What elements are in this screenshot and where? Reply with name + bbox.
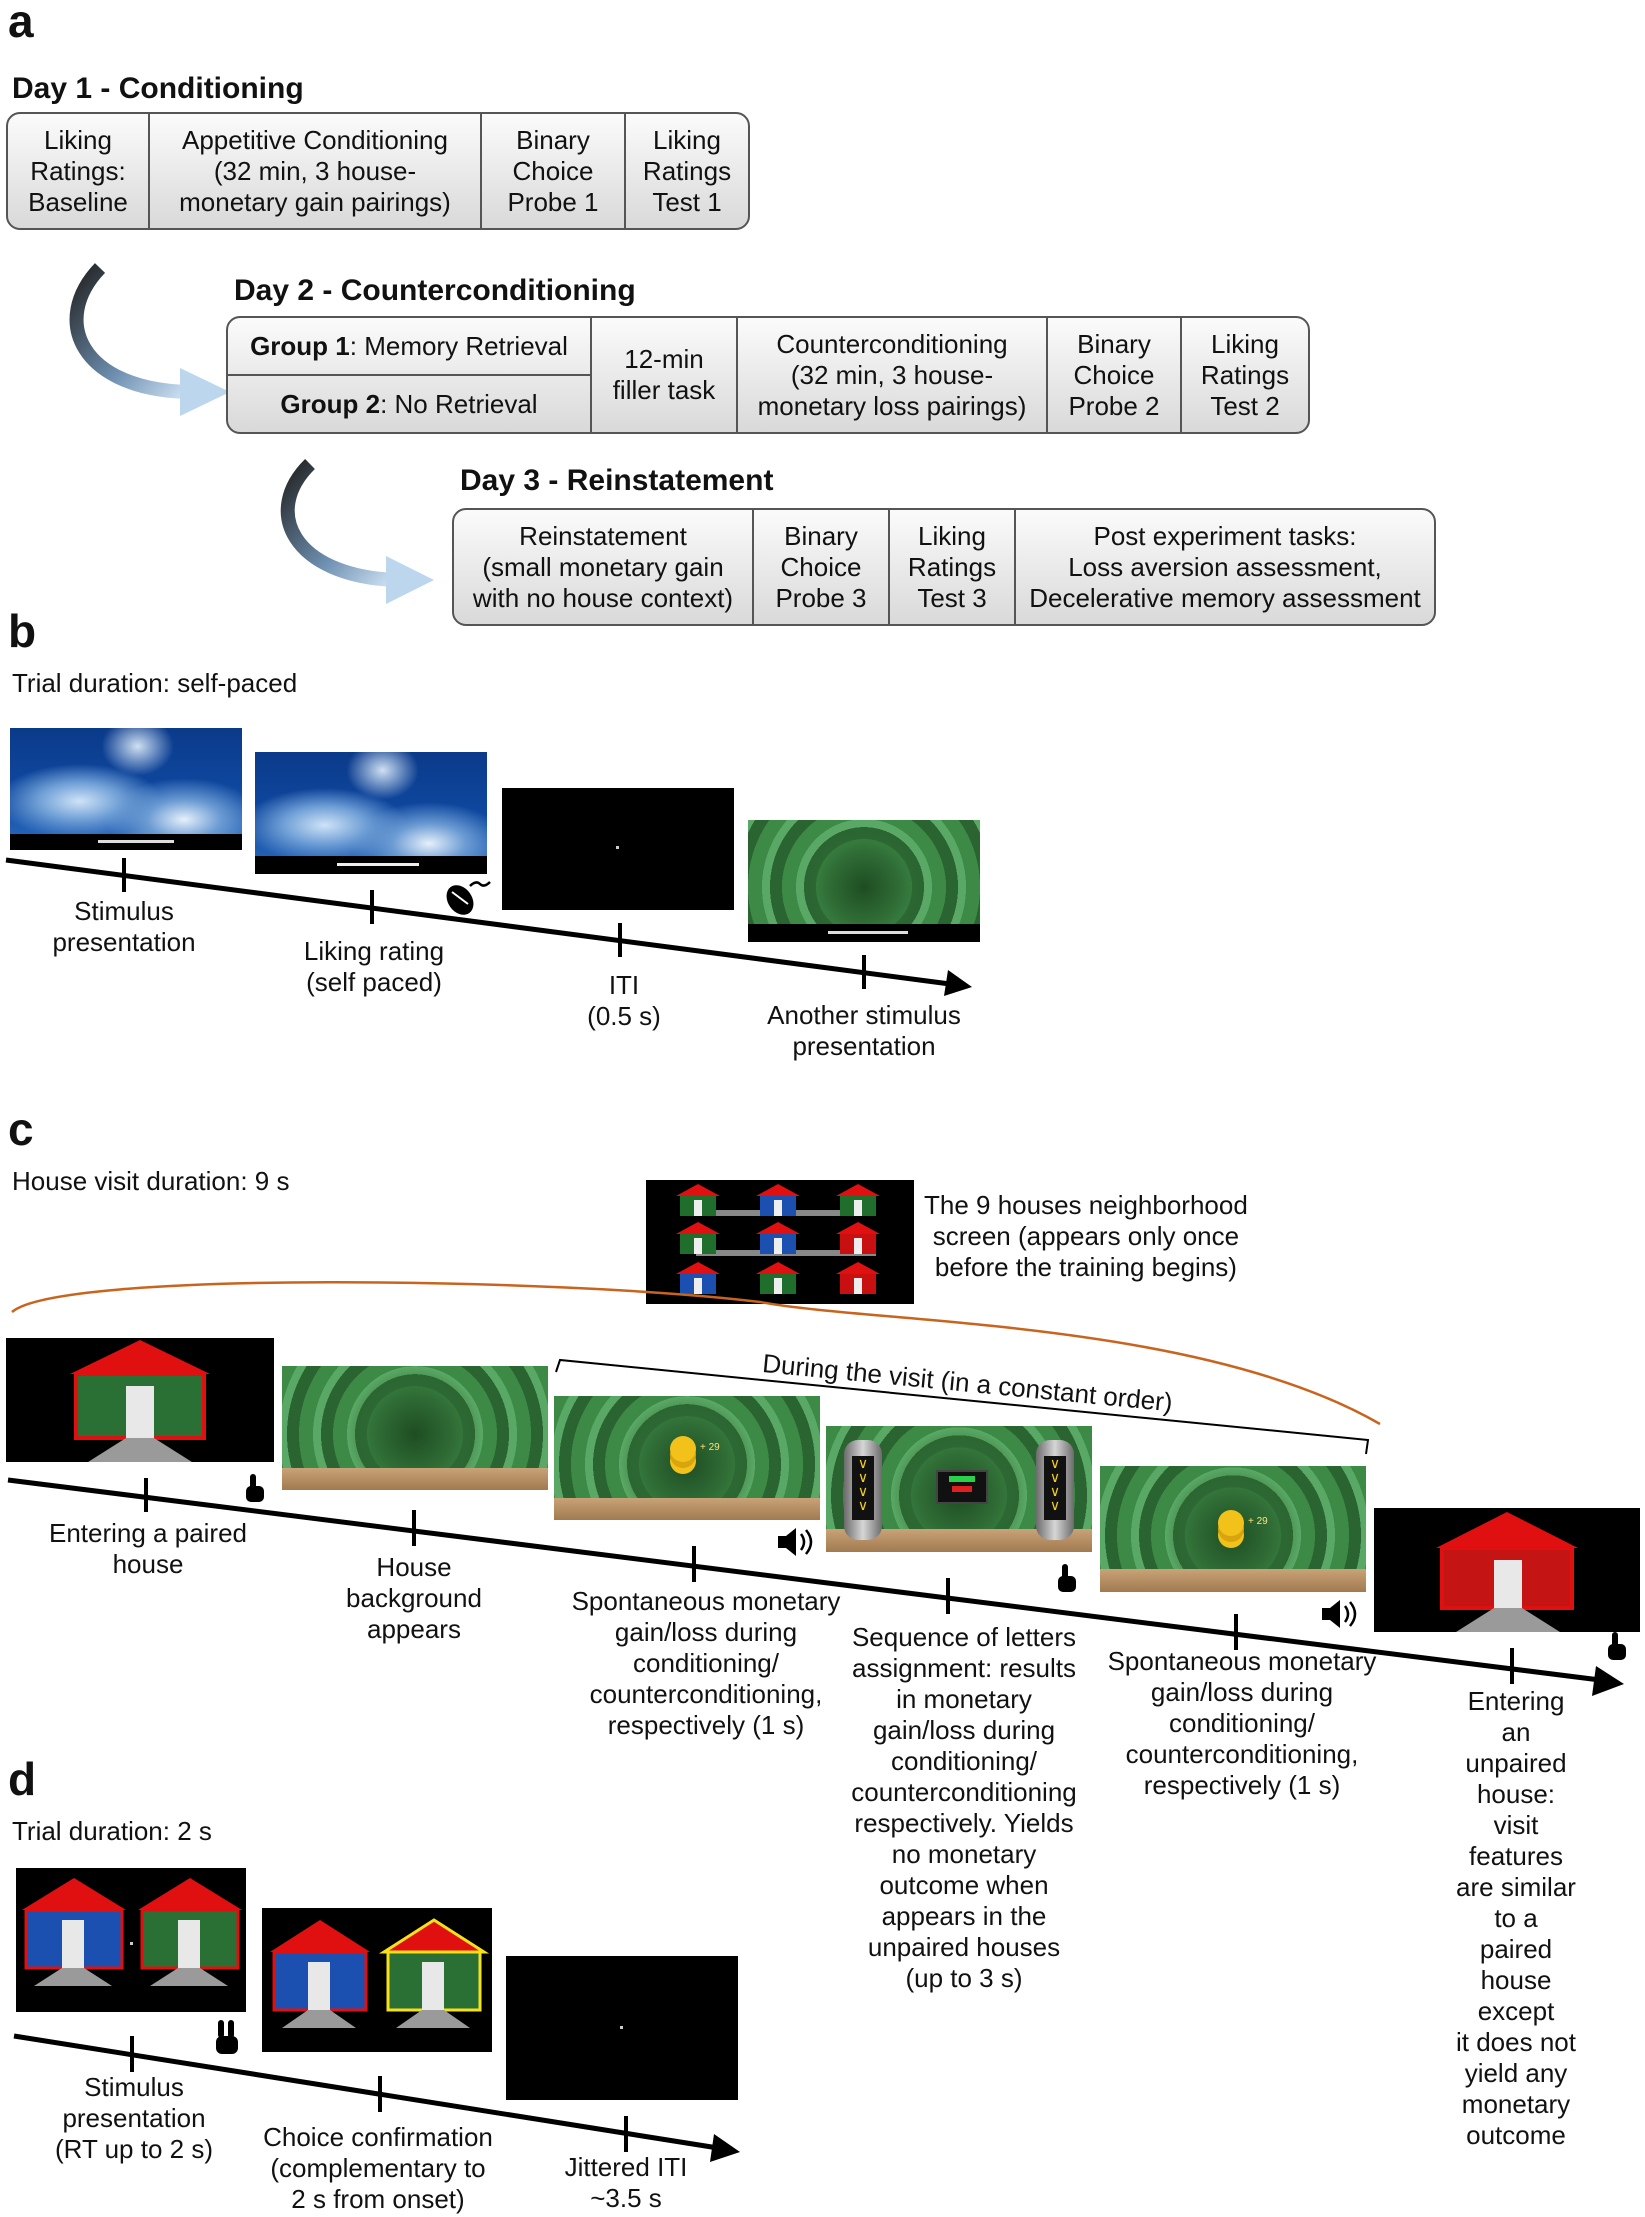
coins-icon-2 <box>1218 1510 1244 1536</box>
day2-title: Day 2 - Counterconditioning <box>234 274 636 307</box>
day2-group1: Group 1: Memory Retrieval <box>228 318 590 376</box>
panel-label-c: c <box>8 1103 34 1155</box>
day1-cell-baseline: Liking Ratings: Baseline <box>8 114 150 228</box>
coins-icon-1 <box>670 1436 696 1462</box>
b-label-liking-rating: Liking rating (self paced) <box>303 936 445 997</box>
speaker-icon-1 <box>778 1528 813 1556</box>
day2-cell-counterconditioning: Counterconditioning (32 min, 3 house- mo… <box>738 318 1048 432</box>
day2-cell-filler-task: 12-min filler task <box>592 318 738 432</box>
c-click-hand-icon-2 <box>1058 1564 1076 1592</box>
day1-cell-appetitive-conditioning: Appetitive Conditioning (32 min, 3 house… <box>150 114 482 228</box>
slot-cylinder-right: ∨∨∨∨ <box>1036 1440 1074 1540</box>
coin-value-text-2: + 29 <box>1248 1516 1268 1527</box>
day3-cell-reinstatement: Reinstatement (small monetary gain with … <box>454 510 754 624</box>
curved-arrow-2 <box>280 459 434 604</box>
d-stimulus-screen <box>16 1868 246 2012</box>
c-letter-sequence-screen: ∨∨∨∨ ∨∨∨∨ <box>826 1426 1092 1552</box>
letter-display <box>936 1470 988 1504</box>
c-click-hand-icon-1 <box>246 1474 264 1502</box>
slot-cylinder-left: ∨∨∨∨ <box>844 1440 882 1540</box>
b-label-another-stimulus: Another stimulus presentation <box>767 1000 961 1061</box>
during-visit-bracket <box>555 1358 1370 1455</box>
house-2 <box>756 1184 800 1216</box>
panel-label-a: a <box>8 0 34 47</box>
d-choice-confirmation-screen <box>262 1908 492 2052</box>
c-unpaired-house-screen <box>1374 1508 1640 1632</box>
day2-cell-liking-test: Liking Ratings Test 2 <box>1200 328 1290 421</box>
c-visit-duration: House visit duration: 9 s <box>12 1166 290 1196</box>
b-iti-screen <box>502 788 734 910</box>
d-iti-screen <box>506 1956 738 2100</box>
neighborhood-screen <box>646 1180 914 1304</box>
day1-cell-binary-choice: Binary Choice Probe 1 <box>482 114 626 228</box>
c-spontaneous-gain-screen-2: + 29 <box>1100 1466 1366 1592</box>
house-9 <box>836 1262 880 1294</box>
b-liking-rating-screen <box>255 752 487 874</box>
d-two-finger-icon <box>216 2020 238 2054</box>
curved-arrow-1 <box>69 263 230 416</box>
day3-cell-binary-choice: Binary Choice Probe 3 <box>754 510 890 624</box>
house-6 <box>836 1222 880 1254</box>
day3-cell-liking-test: Liking Ratings Test 3 <box>890 510 1016 624</box>
b-trial-duration: Trial duration: self-paced <box>12 668 298 698</box>
c-click-hand-icon-3 <box>1608 1632 1626 1660</box>
c-label-entering-unpaired: Entering an unpaired house: visit featur… <box>1456 1686 1576 2150</box>
b-label-iti: ITI (0.5 s) <box>587 970 661 1031</box>
day2-timeline-box: Group 1: Memory Retrieval Group 2: No Re… <box>226 316 1310 434</box>
house-4 <box>676 1222 720 1254</box>
day3-timeline-box: Reinstatement (small monetary gain with … <box>452 508 1436 626</box>
c-label-entering-paired: Entering a paired house <box>48 1518 248 1579</box>
c-spontaneous-gain-screen-1: + 29 <box>554 1396 820 1520</box>
d-label-stimulus: Stimulus presentation (RT up to 2 s) <box>55 2072 213 2164</box>
mouse-icon <box>446 881 491 915</box>
b-label-stimulus: Stimulus presentation <box>52 896 196 957</box>
house-3 <box>836 1184 880 1216</box>
panel-label-b: b <box>8 605 37 657</box>
speaker-icon-2 <box>1322 1600 1357 1628</box>
d-trial-duration: Trial duration: 2 s <box>12 1816 212 1846</box>
day1-title: Day 1 - Conditioning <box>12 72 304 105</box>
day2-cell-binary-choice: Binary Choice Probe 2 <box>1048 318 1182 432</box>
day2-group-cell: Group 1: Memory Retrieval Group 2: No Re… <box>228 318 592 432</box>
neighborhood-caption: The 9 houses neighborhood screen (appear… <box>924 1190 1248 1282</box>
day1-timeline-box: Liking Ratings: Baseline Appetitive Cond… <box>6 112 750 230</box>
c-label-house-background: House background appears <box>346 1552 482 1644</box>
c-timeline-line <box>7 1477 1601 1683</box>
b-timeline-arrow <box>5 857 972 996</box>
c-label-spontaneous-2: Spontaneous monetary gain/loss during co… <box>1107 1646 1377 1800</box>
b-stimulus-screen <box>10 728 242 850</box>
c-label-spontaneous-1: Spontaneous monetary gain/loss during co… <box>571 1586 841 1740</box>
day3-cell-post-experiment: Post experiment tasks: Loss aversion ass… <box>1029 520 1421 613</box>
day3-title: Day 3 - Reinstatement <box>460 464 774 497</box>
house-8 <box>756 1262 800 1294</box>
c-paired-house-screen <box>6 1338 274 1462</box>
day2-group2: Group 2: No Retrieval <box>280 388 538 419</box>
house-1 <box>676 1184 720 1216</box>
c-timeline-graphics <box>7 1281 1624 1696</box>
c-house-background-screen <box>282 1366 548 1490</box>
coin-value-text-1: + 29 <box>700 1442 720 1453</box>
panel-label-d: d <box>8 1753 37 1805</box>
house-5 <box>756 1222 800 1254</box>
d-label-choice-confirmation: Choice confirmation (complementary to 2 … <box>263 2122 493 2214</box>
b-another-stimulus-screen <box>748 820 980 942</box>
d-label-jittered-iti: Jittered ITI ~3.5 s <box>564 2152 688 2213</box>
c-label-letter-sequence: Sequence of letters assignment: results … <box>851 1622 1077 1993</box>
nine-houses-grid <box>676 1184 880 1294</box>
day1-cell-liking-test: Liking Ratings Test 1 <box>642 124 732 217</box>
house-7 <box>676 1262 720 1294</box>
d-timeline-arrow <box>13 2033 740 2162</box>
orange-brace <box>11 1281 1381 1426</box>
